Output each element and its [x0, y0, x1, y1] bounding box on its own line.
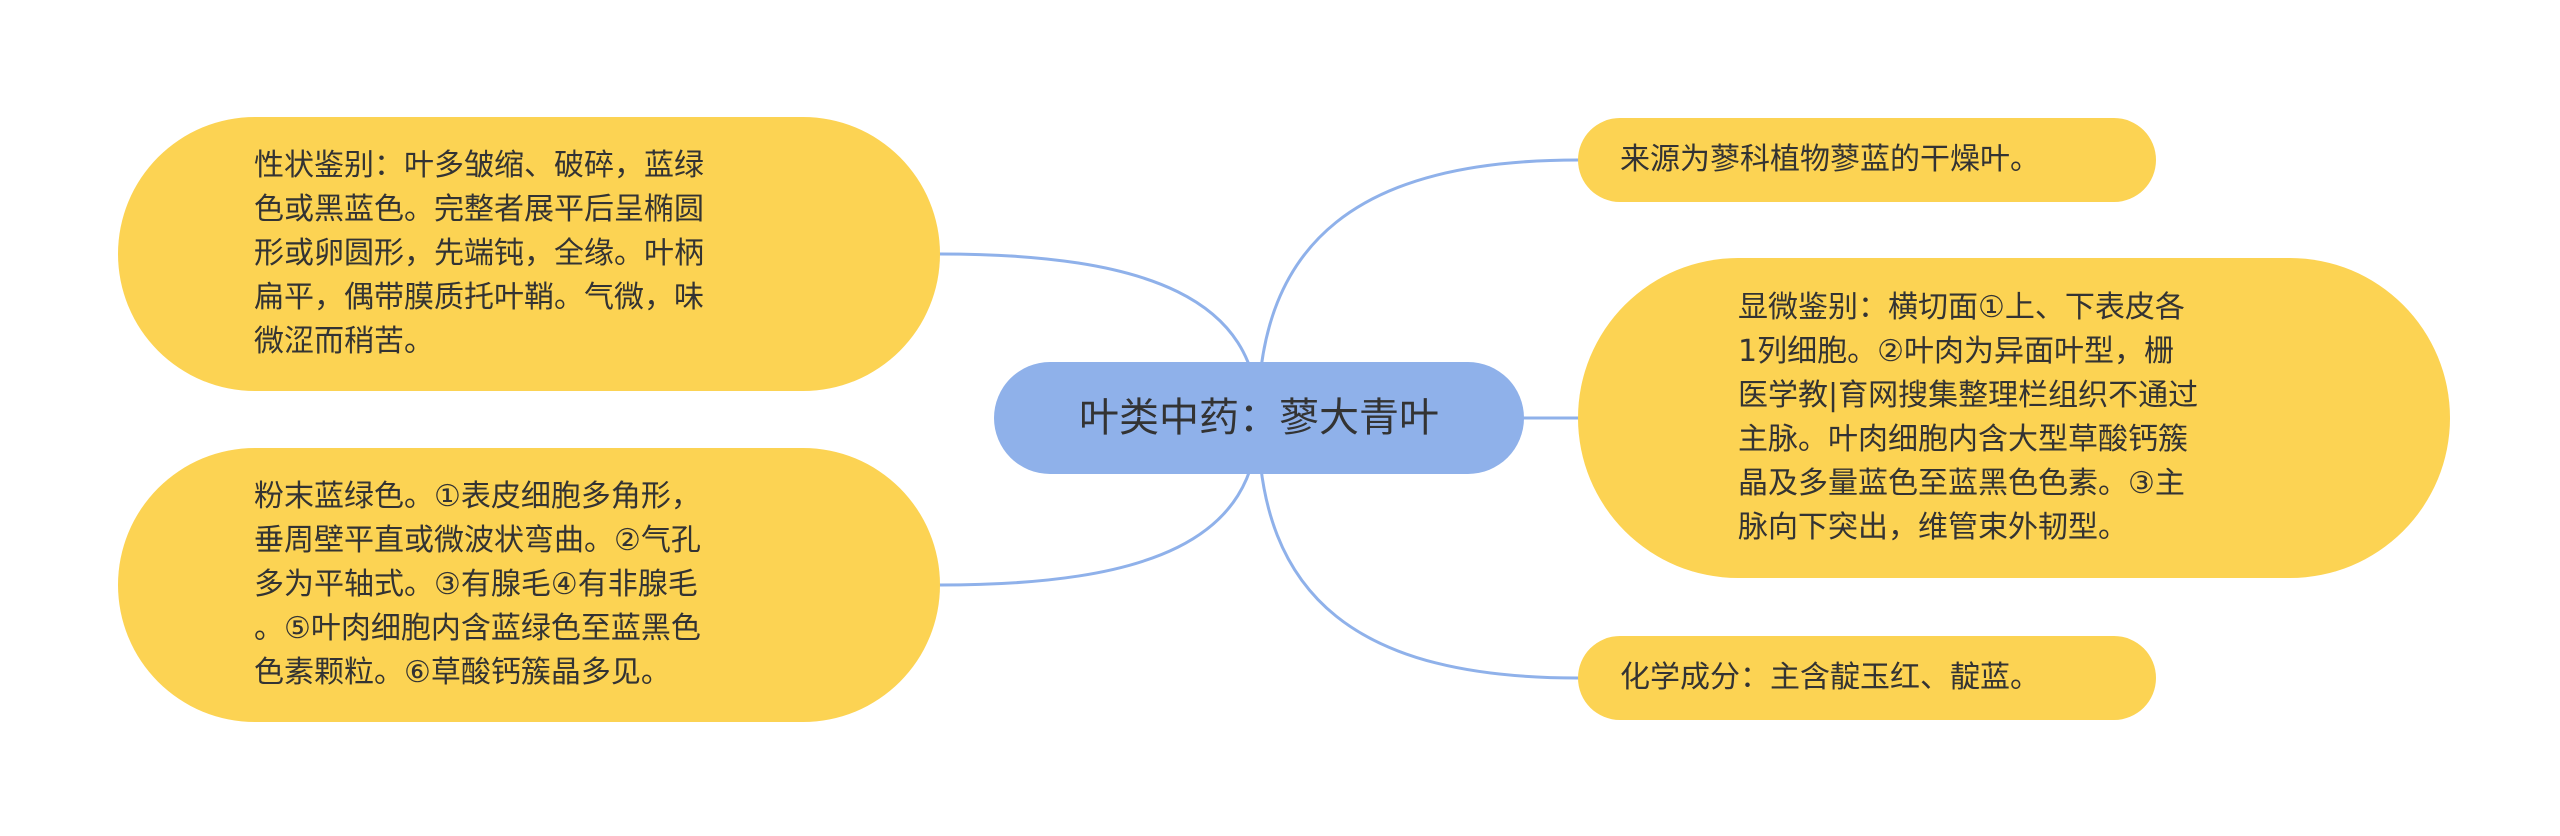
- branch-microscopic-identification[interactable]: 显微鉴别：横切面①上、下表皮各 1列细胞。②叶肉为异面叶型，栅 医学教|育网搜集…: [1578, 258, 2450, 578]
- text-line: 脉向下突出，维管束外韧型。: [1738, 510, 2128, 545]
- text-line: 扁平，偶带膜质托叶鞘。气微，味: [254, 280, 704, 315]
- branch-source[interactable]: 来源为蓼科植物蓼蓝的干燥叶。: [1578, 118, 2156, 202]
- branch-text: 显微鉴别：横切面①上、下表皮各 1列细胞。②叶肉为异面叶型，栅 医学教|育网搜集…: [1738, 286, 2198, 550]
- text-line: 微涩而稍苦。: [254, 324, 434, 359]
- text-line: 多为平轴式。③有腺毛④有非腺毛: [254, 567, 698, 602]
- text-line: 色或黑蓝色。完整者展平后呈椭圆: [254, 192, 704, 227]
- text-line: 主脉。叶肉细胞内含大型草酸钙簇: [1738, 422, 2188, 457]
- link-right-top: [1256, 158, 1580, 420]
- link-right-bottom: [1256, 416, 1580, 680]
- central-topic-label: 叶类中药：蓼大青叶: [1079, 395, 1439, 441]
- text-line: 化学成分：主含靛玉红、靛蓝。: [1620, 660, 2040, 695]
- text-line: 粉末蓝绿色。①表皮细胞多角形，: [254, 479, 701, 514]
- central-topic[interactable]: 叶类中药：蓼大青叶: [994, 362, 1524, 474]
- branch-text: 性状鉴别：叶多皱缩、破碎，蓝绿 色或黑蓝色。完整者展平后呈椭圆 形或卵圆形，先端…: [254, 144, 704, 364]
- branch-text: 粉末蓝绿色。①表皮细胞多角形， 垂周壁平直或微波状弯曲。②气孔 多为平轴式。③有…: [254, 475, 701, 695]
- text-line: 医学教|育网搜集整理栏组织不通过: [1738, 378, 2199, 413]
- branch-text: 来源为蓼科植物蓼蓝的干燥叶。: [1620, 138, 2040, 182]
- branch-character-identification[interactable]: 性状鉴别：叶多皱缩、破碎，蓝绿 色或黑蓝色。完整者展平后呈椭圆 形或卵圆形，先端…: [118, 117, 940, 391]
- text-line: 性状鉴别：叶多皱缩、破碎，蓝绿: [254, 148, 704, 183]
- text-line: 1列细胞。②叶肉为异面叶型，栅: [1738, 334, 2174, 369]
- branch-text: 化学成分：主含靛玉红、靛蓝。: [1620, 656, 2040, 700]
- text-line: 显微鉴别：横切面①上、下表皮各: [1738, 290, 2185, 325]
- text-line: 来源为蓼科植物蓼蓝的干燥叶。: [1620, 142, 2040, 177]
- branch-chemical-composition[interactable]: 化学成分：主含靛玉红、靛蓝。: [1578, 636, 2156, 720]
- text-line: 色素颗粒。⑥草酸钙簇晶多见。: [254, 655, 671, 690]
- text-line: 形或卵圆形，先端钝，全缘。叶柄: [254, 236, 704, 271]
- text-line: 垂周壁平直或微波状弯曲。②气孔: [254, 523, 701, 558]
- text-line: 晶及多量蓝色至蓝黑色色素。③主: [1738, 466, 2185, 501]
- branch-powder-features[interactable]: 粉末蓝绿色。①表皮细胞多角形， 垂周壁平直或微波状弯曲。②气孔 多为平轴式。③有…: [118, 448, 940, 722]
- text-line: 。⑤叶肉细胞内含蓝绿色至蓝黑色: [254, 611, 701, 646]
